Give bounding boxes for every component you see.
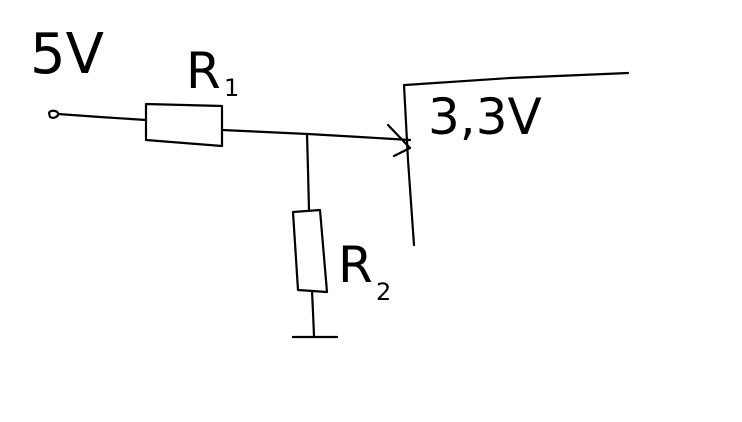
junction-to-r2-wire [305,132,311,212]
r2-letter: R [338,236,373,294]
output-voltage-label: 3,3V [428,88,542,146]
input-wire [56,112,148,122]
middle-wire [220,128,310,136]
r2-subscript: 2 [376,278,391,306]
output-wire [306,132,412,142]
output-connector-top [403,71,630,87]
r1-letter: R [186,42,221,100]
r1-label: R 1 [186,42,239,102]
r2-to-ground-wire [310,289,316,338]
resistor-r2-body [291,208,329,294]
r1-subscript: 1 [224,74,239,102]
output-connector-vertical [402,83,416,247]
output-arrowhead [386,123,412,158]
r2-label: R 2 [338,236,391,306]
input-terminal [47,109,60,119]
resistor-r1-body [144,102,224,148]
input-voltage-label: 5V [30,22,104,87]
